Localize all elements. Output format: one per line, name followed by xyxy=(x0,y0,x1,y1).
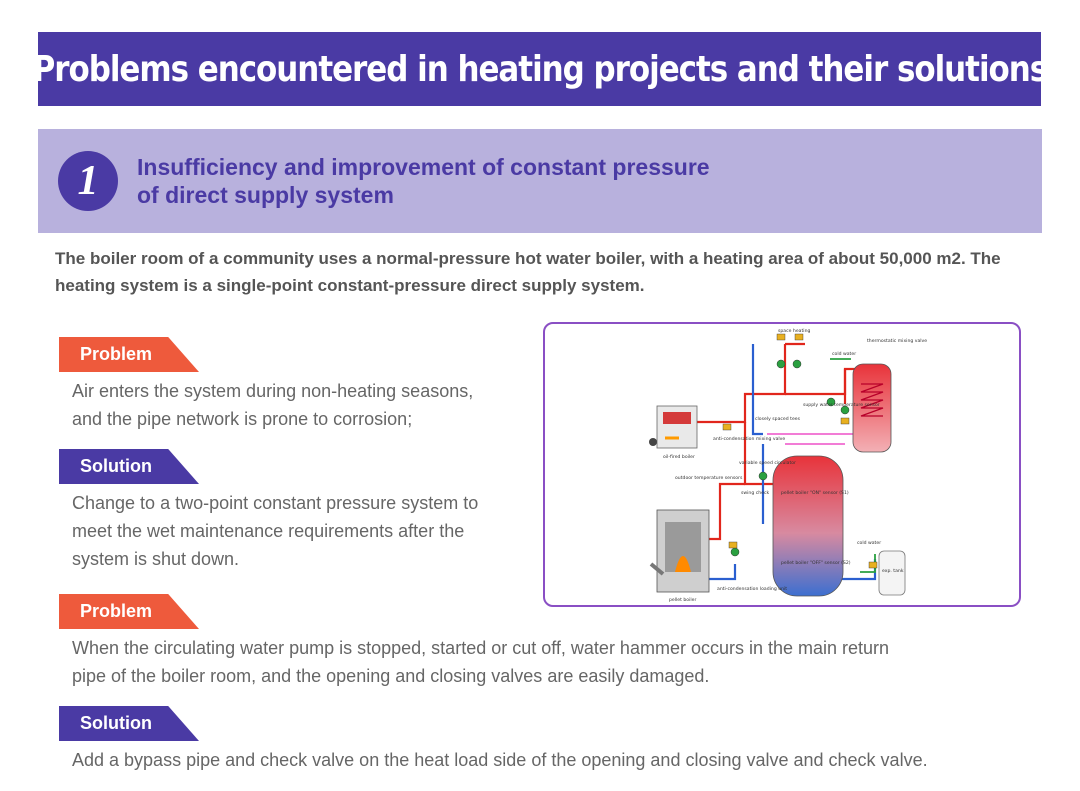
label-loading-unit: anti-condensation loading unit xyxy=(717,586,787,592)
text-line: Change to a two-point constant pressure … xyxy=(72,493,479,513)
text-line: and the pipe network is prone to corrosi… xyxy=(72,409,413,429)
solution-text: Add a bypass pipe and check valve on the… xyxy=(72,746,928,774)
intro-text: The boiler room of a community uses a no… xyxy=(55,249,1001,295)
label-thermostatic-valve: thermostatic mixing valve xyxy=(867,338,927,344)
label-closely-spaced-tees: closely spaced tees xyxy=(755,416,801,422)
problem-tag: Problem xyxy=(59,337,199,372)
header-banner: Problems encountered in heating projects… xyxy=(32,32,1048,106)
label-exp-tank: exp. tank xyxy=(882,568,904,574)
label-bottom-sensor: pellet boiler "OFF" sensor (S2) xyxy=(781,560,851,566)
text-line: Air enters the system during non-heating… xyxy=(72,381,474,401)
label-supply-sensor: supply water temperature sensor xyxy=(803,402,880,408)
diagram-svg: space heating thermostatic mixing valve … xyxy=(649,328,927,603)
circulator-pumps xyxy=(730,359,850,557)
label-pellet-boiler: pellet boiler xyxy=(669,597,696,603)
problem-text: Air enters the system during non-heating… xyxy=(72,377,473,433)
text-line: Add a bypass pipe and check valve on the… xyxy=(72,750,928,770)
label-outdoor-sensors: outdoor temperature sensors xyxy=(675,475,743,481)
solution-text: Change to a two-point constant pressure … xyxy=(72,489,478,573)
page-title: Problems encountered in heating projects… xyxy=(32,48,1048,90)
section-title: Insufficiency and improvement of constan… xyxy=(137,153,837,209)
problem-text: When the circulating water pump is stopp… xyxy=(72,634,889,690)
text-line: meet the wet maintenance requirements af… xyxy=(72,521,465,541)
label-space-heating: space heating xyxy=(778,328,810,334)
heating-system-diagram: space heating thermostatic mixing valve … xyxy=(543,322,1021,607)
section-number-badge: 1 xyxy=(58,151,118,211)
problem-tag: Problem xyxy=(59,594,199,629)
text-line: When the circulating water pump is stopp… xyxy=(72,638,890,658)
solution-tag: Solution xyxy=(59,706,199,741)
label-cold-water-right: cold water xyxy=(857,540,881,546)
solution-tag: Solution xyxy=(59,449,199,484)
text-line: pipe of the boiler room, and the opening… xyxy=(72,666,710,686)
dhw-coil xyxy=(860,383,884,417)
section-header xyxy=(38,129,1042,233)
valves xyxy=(722,333,878,569)
section-title-line2: of direct supply system xyxy=(137,182,394,208)
label-swing-check: swing check xyxy=(741,490,770,496)
section-title-line1: Insufficiency and improvement of constan… xyxy=(137,154,710,180)
label-variable-circulator: variable speed circulator xyxy=(739,460,796,466)
text-line: system is shut down. xyxy=(72,549,240,569)
label-oil-boiler: oil-fired boiler xyxy=(663,454,695,460)
expansion-tank xyxy=(878,550,906,596)
label-top-sensor: pellet boiler "ON" sensor (S1) xyxy=(781,490,849,496)
supply-pipes xyxy=(665,342,865,541)
label-anti-condensation-valve: anti-condensation mixing valve xyxy=(713,436,785,442)
cold-water-pipes xyxy=(830,358,876,573)
label-cold-water-top: cold water xyxy=(832,351,856,357)
storage-tank xyxy=(772,455,844,597)
